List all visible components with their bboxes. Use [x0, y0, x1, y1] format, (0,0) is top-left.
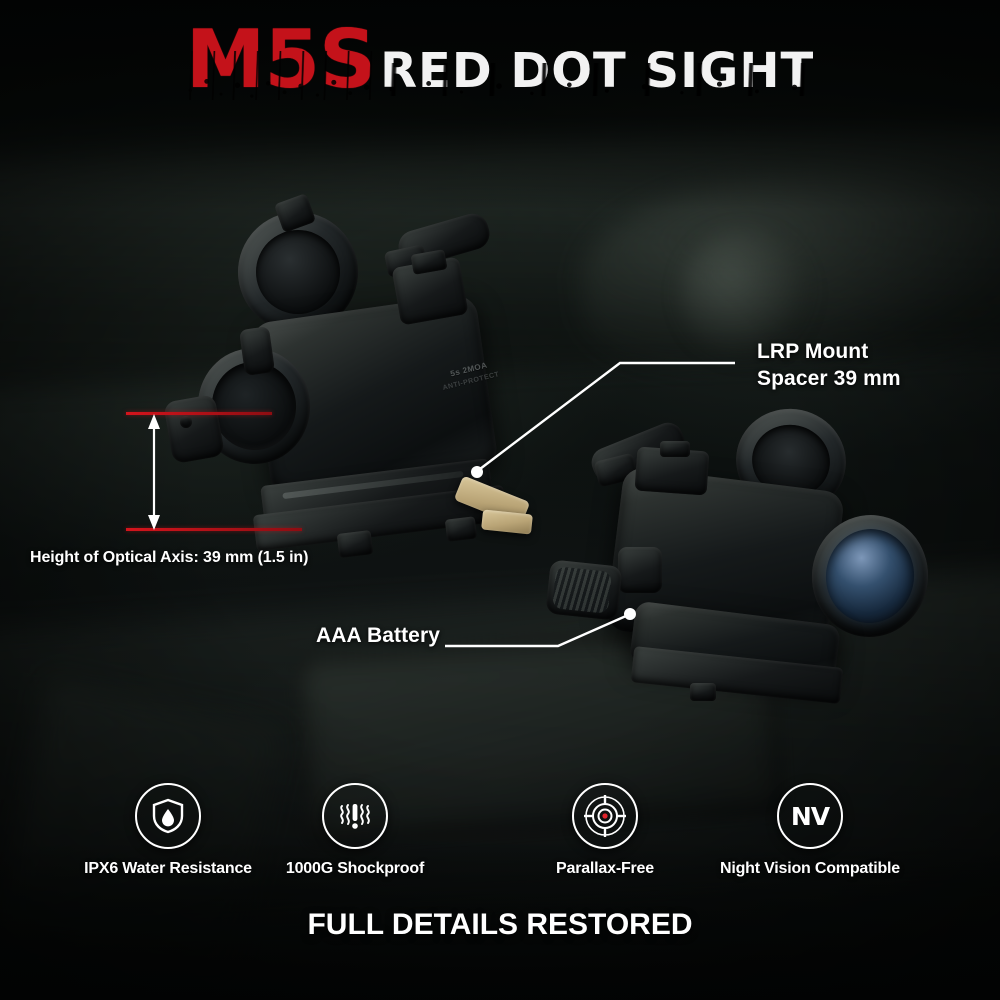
right-mount-screw: [690, 683, 716, 701]
subtitle-grunge-wrapper: RED DOT SIGHT: [362, 43, 832, 99]
feature-shockproof: 1000G Shockproof: [255, 783, 455, 878]
feature-night-vision: NV Night Vision Compatible: [710, 783, 910, 878]
feature-parallax-free: Parallax-Free: [505, 783, 705, 878]
crosshair-reticle-icon-circle: [572, 783, 638, 849]
measurement-line-top: [126, 412, 272, 415]
water-drop-shield-icon-circle: [135, 783, 201, 849]
night-vision-icon-circle: NV: [777, 783, 843, 849]
crosshair-reticle-icon: [584, 795, 626, 837]
mount-foot-front: [336, 530, 374, 558]
background-top-shade: [0, 0, 1000, 210]
page-title: M5S: [185, 13, 377, 106]
lrp-mount-label-line2: Spacer 39 mm: [757, 367, 901, 390]
front-flip-cap-inner: [256, 230, 340, 314]
aaa-battery-leader-line: [445, 608, 636, 648]
feature-label-parallax-free: Parallax-Free: [556, 860, 654, 877]
footer-tagline: FULL DETAILS RESTORED: [307, 908, 693, 941]
right-brightness-knob: [618, 547, 662, 593]
objective-screw: [180, 416, 192, 428]
shock-exclamation-icon-circle: [322, 783, 388, 849]
qd-lever-arm: [481, 509, 533, 535]
title-grunge-wrapper: M5S: [178, 13, 384, 106]
measurement-double-arrow: [148, 414, 160, 530]
product-right-red-dot-sight: [540, 398, 960, 715]
background-bottom-shade: [0, 840, 1000, 1000]
aaa-battery-label: AAA Battery: [316, 624, 441, 647]
shock-exclamation-icon: [340, 804, 370, 829]
objective-cap-side: [163, 393, 225, 465]
page-subtitle: RED DOT SIGHT: [380, 43, 815, 99]
lrp-mount-leader-line: [471, 361, 735, 478]
header-block: M5S RED DOT SIGHT: [0, 13, 1000, 106]
water-drop-shield-icon: [152, 798, 184, 834]
brightness-knob: [238, 326, 276, 376]
mount-foot-rear: [444, 516, 478, 542]
lrp-mount-label-line1: LRP Mount: [757, 340, 869, 363]
optical-axis-label: Height of Optical Axis: 39 mm (1.5 in): [30, 549, 309, 566]
night-vision-icon: NV: [790, 801, 830, 831]
product-left-red-dot-sight: 5s 2MOA ANTI-PROTECT: [150, 193, 570, 600]
feature-label-shockproof: 1000G Shockproof: [285, 860, 425, 877]
feature-label-night-vision: Night Vision Compatible: [719, 860, 900, 877]
measurement-line-bottom: [126, 528, 302, 531]
feature-water-resistance: IPX6 Water Resistance: [68, 783, 268, 878]
right-turret-cap: [660, 441, 690, 457]
feature-icons-row: IPX6 Water Resistance 1000G Shockproof: [0, 783, 1000, 883]
feature-label-water-resistance: IPX6 Water Resistance: [84, 860, 252, 877]
